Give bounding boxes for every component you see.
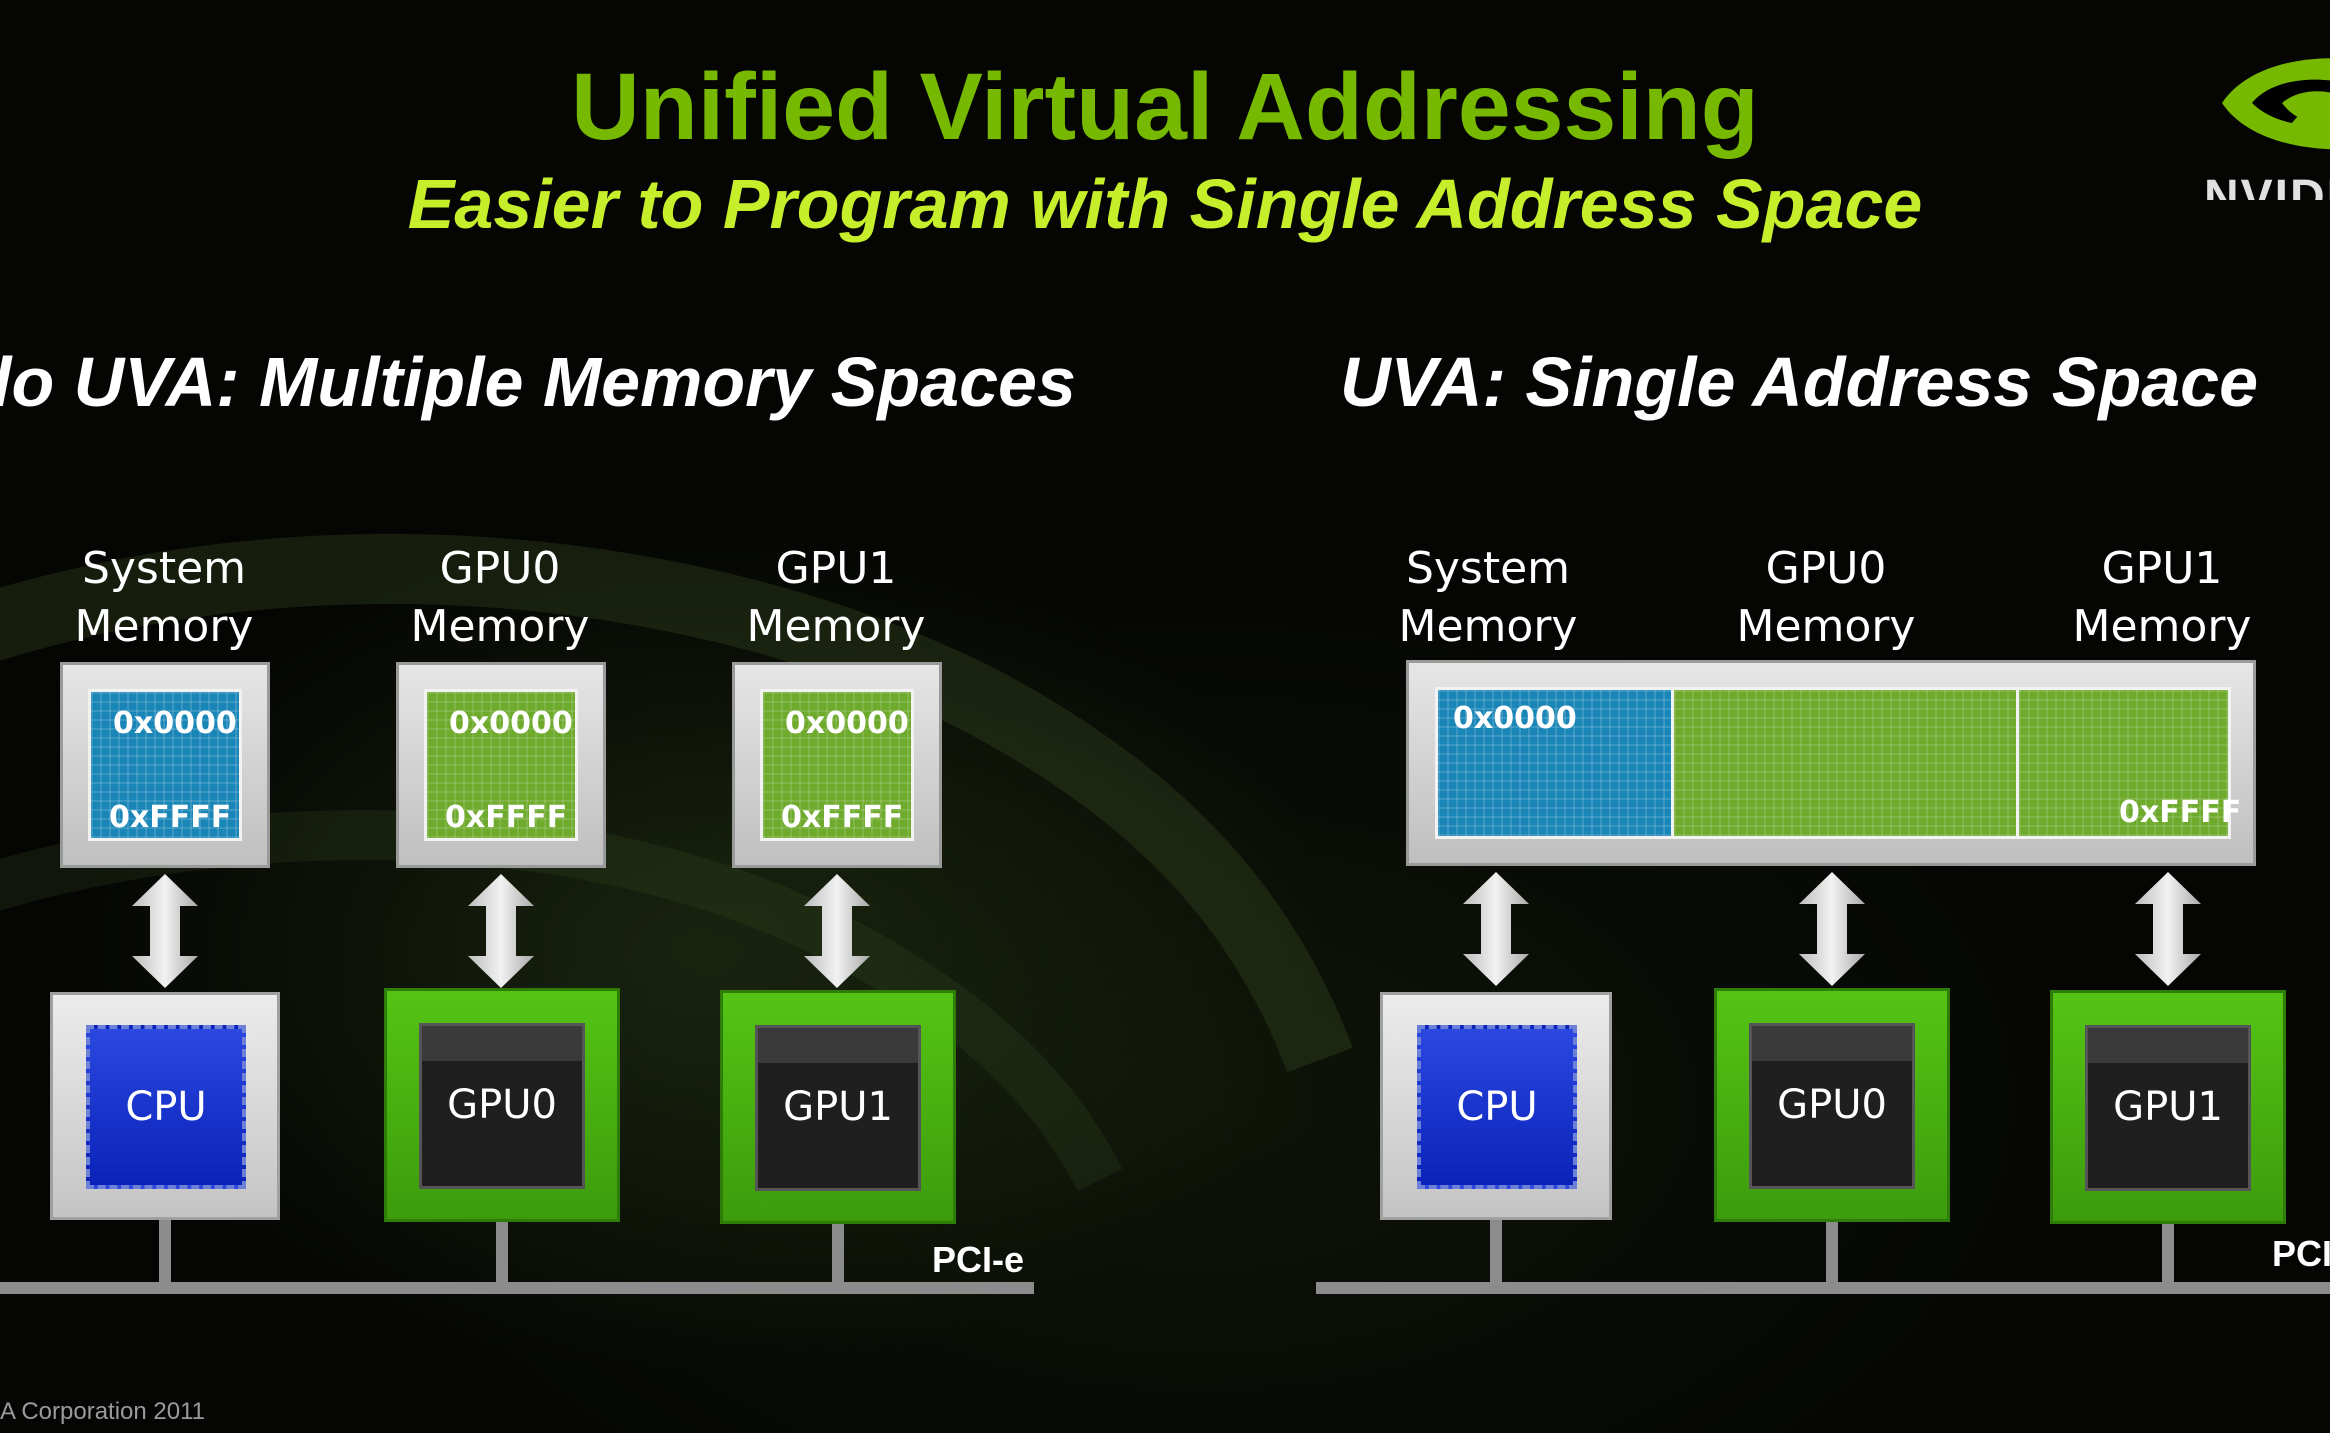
memory-block-blue: 0x0000 0xFFFF	[88, 689, 242, 841]
memory-block-green: 0x0000 0xFFFF	[424, 689, 578, 841]
right-mem-label-gpu0: GPU0 Memory	[1736, 543, 1916, 652]
nvidia-eye-icon	[2222, 58, 2330, 150]
slide-subtitle: Easier to Program with Single Address Sp…	[407, 165, 1923, 243]
left-gpu0-chip: GPU0	[384, 988, 620, 1222]
address-start: 0x0000	[449, 706, 573, 741]
nvidia-wordmark: NVIDI	[2204, 171, 2330, 200]
chip-label: GPU1	[783, 1084, 893, 1130]
cpu-die: CPU	[1417, 1025, 1577, 1189]
unified-segment-gpu0	[1671, 687, 2019, 839]
left-bus-label: PCI-e	[932, 1239, 1025, 1280]
gpu-die: GPU1	[755, 1025, 921, 1191]
left-system-memory-box: 0x0000 0xFFFF	[60, 662, 270, 868]
gpu-die: GPU0	[419, 1023, 585, 1189]
nvidia-logo: NVIDI	[2200, 40, 2330, 200]
chip-label: CPU	[1456, 1084, 1538, 1130]
left-mem-label-gpu0: GPU0 Memory	[410, 543, 590, 652]
unified-address-start: 0x0000	[1453, 701, 1577, 736]
right-cpu-chip: CPU	[1380, 992, 1612, 1220]
chip-label: GPU1	[2113, 1084, 2223, 1130]
copyright-footer: A Corporation 2011	[0, 1398, 206, 1425]
address-end: 0xFFFF	[109, 800, 232, 835]
left-mem-label-system: System Memory	[74, 543, 254, 652]
unified-memory-box: 0x0000 0xFFFF	[1406, 660, 2256, 866]
left-cpu-chip: CPU	[50, 992, 280, 1220]
address-end: 0xFFFF	[781, 800, 904, 835]
chip-label: GPU0	[1777, 1082, 1887, 1128]
unified-address-end: 0xFFFF	[2119, 795, 2242, 830]
right-mem-label-system: System Memory	[1398, 543, 1578, 652]
address-end: 0xFFFF	[445, 800, 568, 835]
right-gpu1-chip: GPU1	[2050, 990, 2286, 1224]
right-heading: UVA: Single Address Space	[1340, 343, 2259, 421]
chip-label: CPU	[125, 1084, 207, 1130]
left-gpu0-memory-box: 0x0000 0xFFFF	[396, 662, 606, 868]
unified-segment-gpu1	[2019, 687, 2231, 839]
right-bus-label: PCI	[2272, 1233, 2330, 1274]
memory-block-green: 0x0000 0xFFFF	[760, 689, 914, 841]
gpu-die: GPU1	[2085, 1025, 2251, 1191]
left-mem-label-gpu1: GPU1 Memory	[746, 543, 926, 652]
right-mem-label-gpu1: GPU1 Memory	[2072, 543, 2252, 652]
left-gpu1-chip: GPU1	[720, 990, 956, 1224]
gpu-die: GPU0	[1749, 1023, 1915, 1189]
slide-title: Unified Virtual Addressing	[571, 54, 1759, 160]
chip-label: GPU0	[447, 1082, 557, 1128]
address-start: 0x0000	[113, 706, 237, 741]
cpu-die: CPU	[86, 1025, 246, 1189]
left-gpu1-memory-box: 0x0000 0xFFFF	[732, 662, 942, 868]
right-gpu0-chip: GPU0	[1714, 988, 1950, 1222]
unified-segment-system	[1435, 687, 1671, 839]
address-start: 0x0000	[785, 706, 909, 741]
left-heading: lo UVA: Multiple Memory Spaces	[0, 343, 1076, 421]
